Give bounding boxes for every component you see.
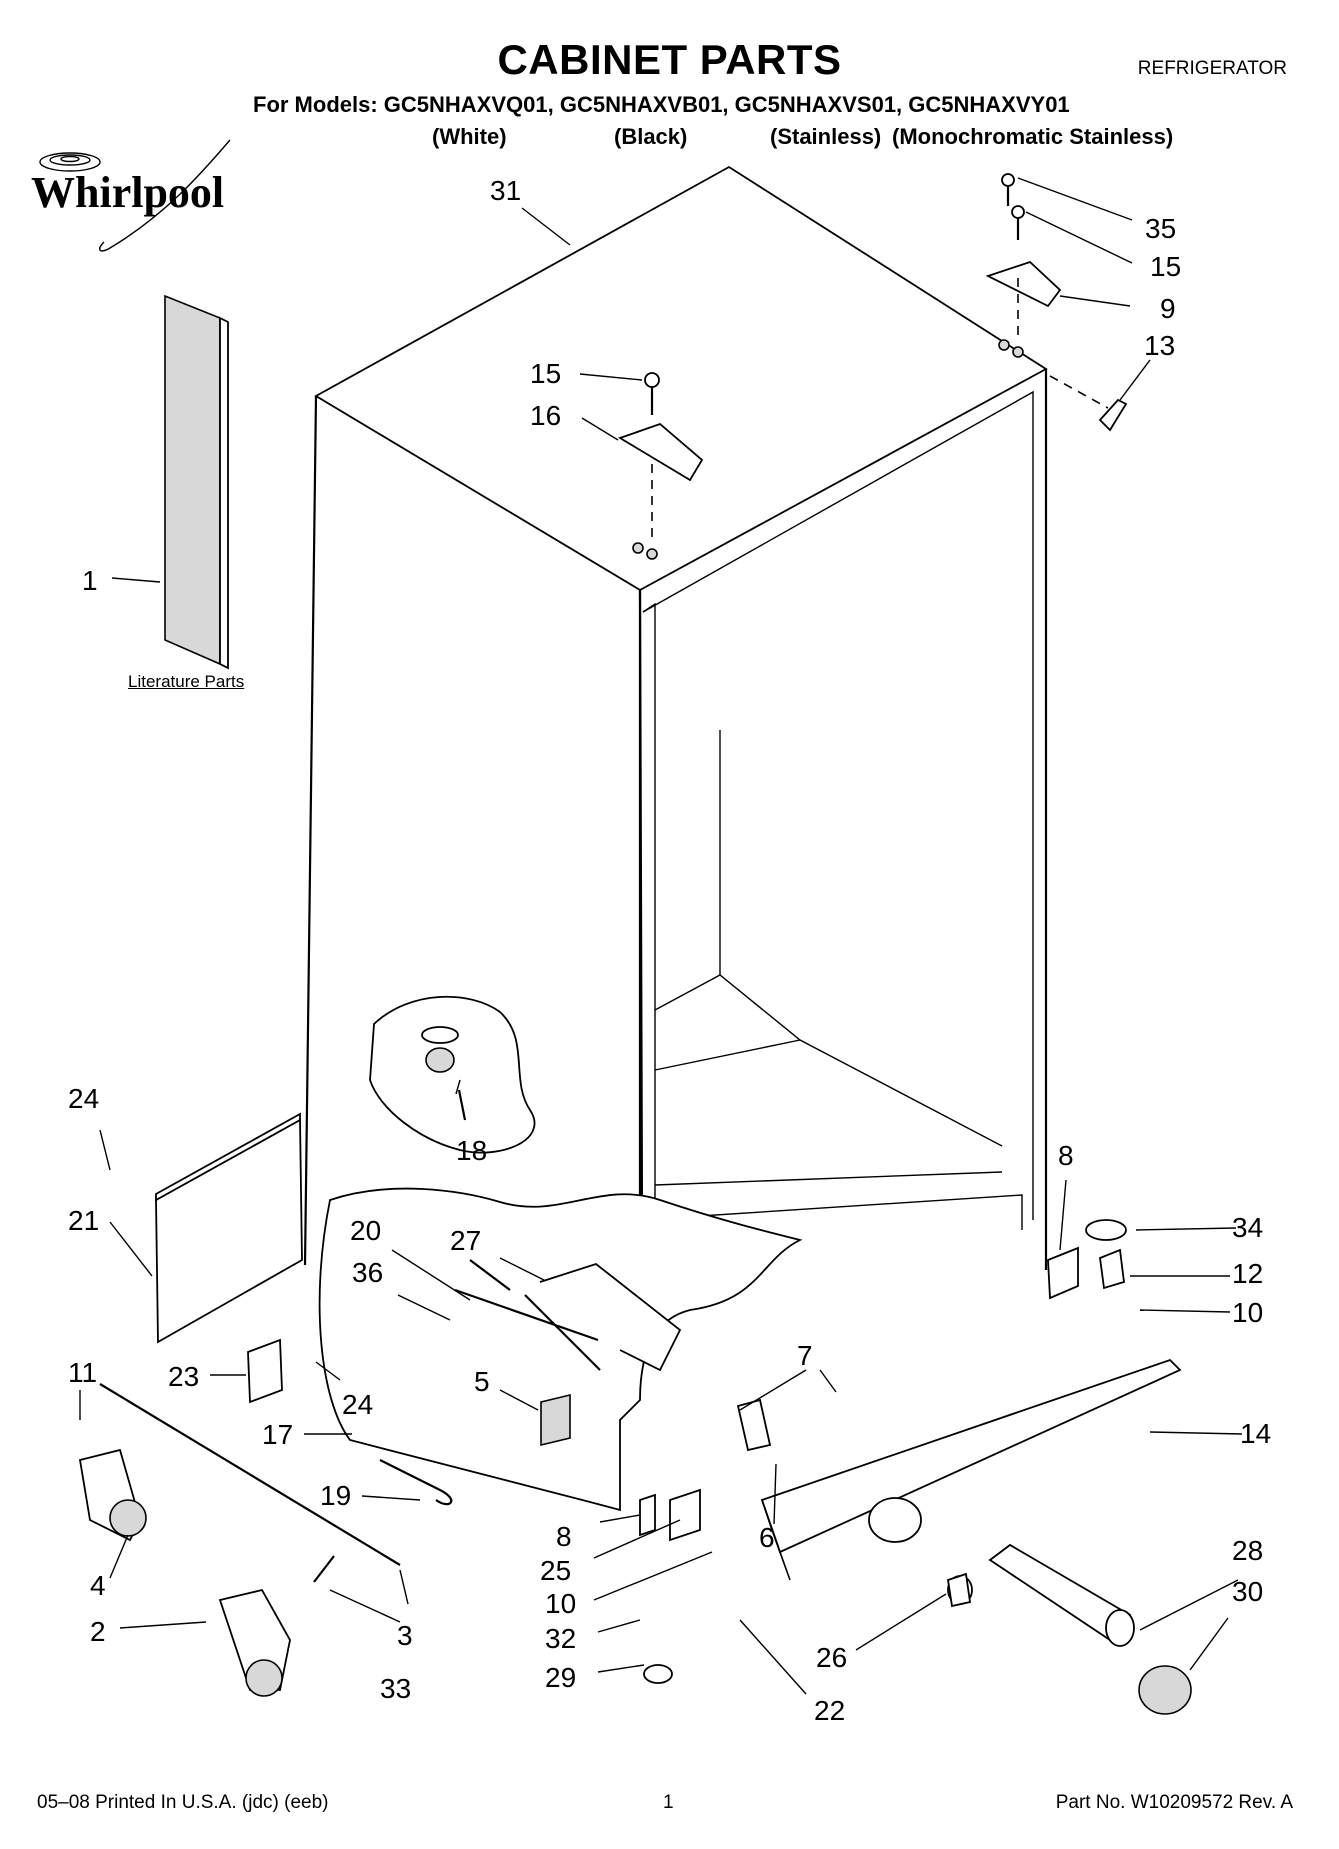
- logo-wordmark: Whirlpool: [31, 168, 224, 217]
- callout-34: 34: [1232, 1212, 1263, 1243]
- water-filter-part-28: [947, 1543, 1192, 1715]
- callout-18: 18: [456, 1135, 487, 1166]
- hinge-top-right-part-9: [985, 173, 1062, 358]
- callout-2: 2: [90, 1616, 106, 1647]
- callout-5: 5: [474, 1366, 490, 1397]
- callout-24-lower: 24: [342, 1389, 373, 1420]
- callout-33: 33: [380, 1673, 411, 1704]
- hinge-bracket-part-12: [1099, 1248, 1125, 1290]
- cabinet-shell: [303, 165, 1048, 1270]
- hose-part-19: [379, 1459, 453, 1506]
- callout-15-right: 15: [1150, 251, 1181, 282]
- literature-parts-label: Literature Parts: [128, 672, 245, 691]
- callout-7: 7: [797, 1340, 813, 1371]
- callout-21: 21: [68, 1205, 99, 1236]
- variant-white: (White): [432, 124, 507, 149]
- print-info: 05–08 Printed In U.S.A. (jdc) (eeb): [37, 1792, 329, 1813]
- callout-22: 22: [814, 1695, 845, 1726]
- front-roller-part-2: [218, 1588, 291, 1697]
- callout-9: 9: [1160, 293, 1176, 324]
- variant-stainless: (Stainless): [770, 124, 882, 149]
- bracket-part-8-upper: [1047, 1246, 1079, 1300]
- callout-32: 32: [545, 1623, 576, 1654]
- bracket-part-8-lower: [639, 1493, 656, 1537]
- part-number: Part No. W10209572 Rev. A: [1055, 1792, 1293, 1813]
- callout-29: 29: [545, 1662, 576, 1693]
- callout-11: 11: [68, 1357, 97, 1388]
- callout-16: 16: [530, 400, 561, 431]
- rear-roller-part-4: [78, 1448, 147, 1542]
- callout-31: 31: [490, 175, 521, 206]
- callout-28: 28: [1232, 1535, 1263, 1566]
- callout-8-lower: 8: [556, 1521, 572, 1552]
- cap-part-29: [643, 1664, 673, 1684]
- callout-6: 6: [759, 1522, 775, 1553]
- callout-15-center: 15: [530, 358, 561, 389]
- base-grille-part-14: [760, 1358, 1182, 1581]
- literature-booklet: [164, 294, 229, 670]
- callout-labels: 1 2 3 4 5 6 7 8 8 9 10 10 11 12 13 14 15…: [68, 175, 1271, 1726]
- spacer-part-26: [946, 1572, 972, 1608]
- model-list: For Models: GC5NHAXVQ01, GC5NHAXVB01, GC…: [253, 92, 1070, 117]
- page-number: 1: [663, 1792, 674, 1813]
- rear-access-panel-part-21: [155, 1112, 303, 1344]
- callout-36: 36: [352, 1257, 383, 1288]
- callout-17: 17: [262, 1419, 293, 1450]
- callout-26: 26: [816, 1642, 847, 1673]
- leader-lines: [79, 177, 1243, 1695]
- leveling-leg-part-18: [421, 1026, 467, 1121]
- callout-14: 14: [1240, 1418, 1271, 1449]
- callout-4: 4: [90, 1570, 106, 1601]
- callout-10-right: 10: [1232, 1297, 1263, 1328]
- pin-part-33: [313, 1555, 335, 1583]
- callout-13: 13: [1144, 330, 1175, 361]
- callout-24-left: 24: [68, 1083, 99, 1114]
- variant-monochromatic: (Monochromatic Stainless): [892, 124, 1174, 149]
- callout-10-lower: 10: [545, 1588, 576, 1619]
- page-title: CABINET PARTS: [497, 36, 842, 83]
- callout-23: 23: [168, 1361, 199, 1392]
- callout-8-upper: 8: [1058, 1140, 1074, 1171]
- callout-1: 1: [82, 565, 98, 596]
- clip-part-23: [247, 1338, 283, 1404]
- callout-3: 3: [397, 1620, 413, 1651]
- callout-20: 20: [350, 1215, 381, 1246]
- hinge-cover-part-13: [1098, 398, 1128, 432]
- whirlpool-logo: Whirlpool: [31, 139, 231, 252]
- callout-27: 27: [450, 1225, 481, 1256]
- cutaway-lower-area: [318, 1187, 803, 1512]
- bracket-part-25: [669, 1488, 701, 1542]
- callout-35: 35: [1145, 213, 1176, 244]
- callout-19: 19: [320, 1480, 351, 1511]
- cap-part-34: [1085, 1219, 1127, 1241]
- appliance-category: REFRIGERATOR: [1137, 58, 1287, 79]
- ice-maker-supply-parts: [454, 1259, 682, 1447]
- callout-25: 25: [540, 1555, 571, 1586]
- cutaway-leveling-area: [369, 995, 536, 1154]
- variant-black: (Black): [614, 124, 688, 149]
- hinge-top-center-part-16: [617, 372, 704, 560]
- callout-30: 30: [1232, 1576, 1263, 1607]
- callout-12: 12: [1232, 1258, 1263, 1289]
- tube-part-3: [99, 1383, 401, 1566]
